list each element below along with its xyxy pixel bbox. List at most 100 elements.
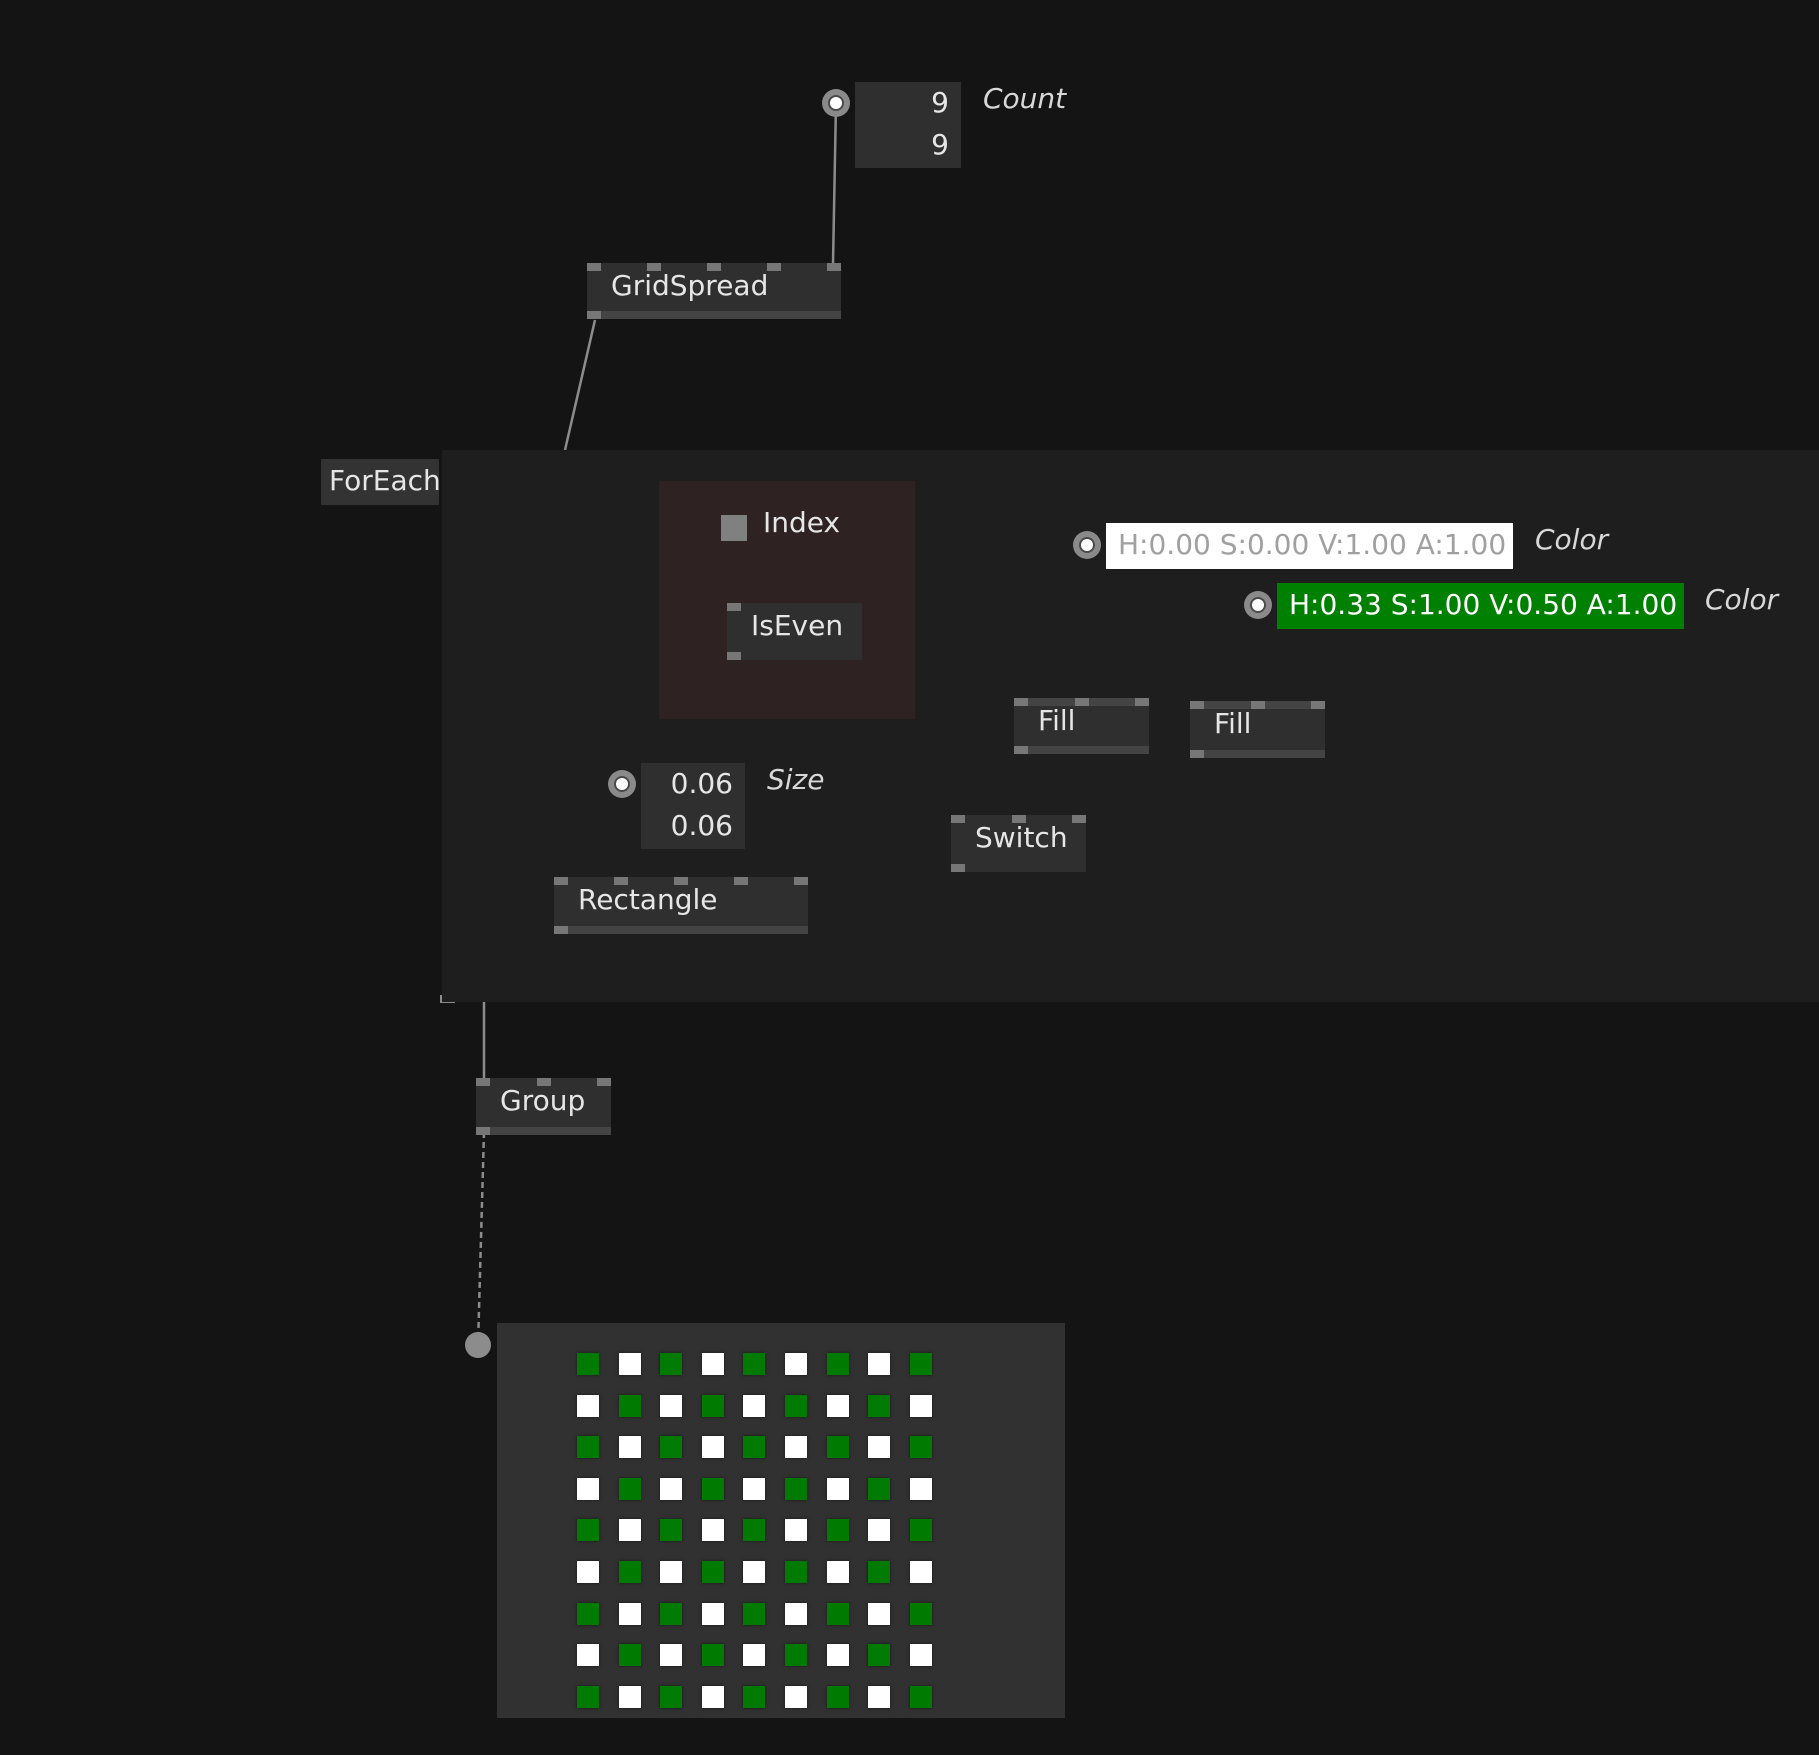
grid-cell	[701, 1394, 724, 1417]
gridspread-pin[interactable]	[647, 263, 661, 271]
switch-in-pin[interactable]	[951, 815, 965, 823]
iseven-node[interactable]: IsEven	[727, 603, 862, 660]
grid-cell	[868, 1685, 891, 1708]
rectangle-label: Rectangle	[578, 883, 718, 916]
fill1-in-pin[interactable]	[1075, 698, 1089, 706]
fill2-in-pin[interactable]	[1251, 701, 1265, 709]
grid-cell	[577, 1477, 599, 1500]
group-in-pin[interactable]	[537, 1078, 551, 1086]
gridspread-pin[interactable]	[827, 263, 841, 271]
count-x[interactable]: 9	[931, 86, 949, 119]
switch-in-pin[interactable]	[1072, 815, 1086, 823]
grid-cell	[785, 1644, 807, 1667]
gridspread-pin[interactable]	[707, 263, 721, 271]
grid-cell	[785, 1561, 807, 1583]
fill2-in-pin[interactable]	[1190, 701, 1204, 709]
grid-cell	[618, 1477, 641, 1500]
grid-cell	[826, 1436, 849, 1459]
rectangle-in-pin[interactable]	[554, 877, 568, 885]
grid-cell	[743, 1519, 766, 1542]
rectangle-in-pin[interactable]	[734, 877, 748, 885]
grid-cell	[909, 1644, 932, 1667]
color2-value-box[interactable]: H:0.33 S:1.00 V:0.50 A:1.00	[1277, 583, 1684, 629]
size-pin[interactable]	[608, 770, 636, 798]
group-in-pin[interactable]	[476, 1078, 490, 1086]
grid-cell	[701, 1644, 724, 1667]
switch-out-pin[interactable]	[951, 864, 965, 872]
grid-cell	[909, 1519, 932, 1542]
count-pin[interactable]	[822, 89, 850, 117]
group-node[interactable]: Group	[476, 1078, 611, 1135]
grid-cell	[618, 1644, 641, 1667]
color1-pin[interactable]	[1073, 531, 1101, 559]
gridspread-label: GridSpread	[611, 269, 769, 302]
rectangle-in-pin[interactable]	[674, 877, 688, 885]
size-label: Size	[767, 763, 825, 796]
fill-node-2[interactable]: Fill	[1190, 701, 1325, 758]
index-pin[interactable]	[721, 515, 747, 541]
switch-label: Switch	[975, 821, 1068, 854]
fill2-out-pin[interactable]	[1190, 750, 1204, 758]
group-label: Group	[500, 1084, 586, 1117]
rectangle-in-pin[interactable]	[614, 877, 628, 885]
grid-cell	[618, 1561, 641, 1583]
grid-cell	[618, 1436, 641, 1459]
rectangle-out-pin[interactable]	[554, 926, 568, 934]
grid-cell	[743, 1602, 766, 1625]
grid-cell	[909, 1353, 932, 1375]
grid-cell	[701, 1561, 724, 1583]
grid-cell	[785, 1685, 807, 1708]
fill-node-1[interactable]: Fill	[1014, 698, 1149, 754]
size-value-box[interactable]: 0.06 0.06	[641, 763, 745, 849]
grid-cell	[660, 1394, 683, 1417]
switch-node[interactable]: Switch	[951, 815, 1086, 872]
count-y[interactable]: 9	[931, 128, 949, 161]
grid-cell	[701, 1436, 724, 1459]
grid-cell	[743, 1685, 766, 1708]
grid-cell	[701, 1602, 724, 1625]
fill2-in-pin[interactable]	[1311, 701, 1325, 709]
grid-cell	[909, 1561, 932, 1583]
grid-cell	[868, 1561, 891, 1583]
index-region[interactable]	[659, 481, 915, 719]
grid-cell	[660, 1436, 683, 1459]
color2-pin[interactable]	[1244, 591, 1272, 619]
grid-cell	[743, 1436, 766, 1459]
gridspread-inputs	[587, 263, 841, 271]
size-y[interactable]: 0.06	[670, 809, 733, 842]
grid-cell	[909, 1685, 932, 1708]
rectangle-outputs	[554, 926, 808, 934]
group-out-pin[interactable]	[476, 1127, 490, 1135]
gridspread-out-pin[interactable]	[587, 311, 601, 319]
fill1-out-pin[interactable]	[1014, 746, 1028, 754]
grid-cell	[909, 1436, 932, 1459]
gridspread-pin[interactable]	[587, 263, 601, 271]
color1-value-box[interactable]: H:0.00 S:0.00 V:1.00 A:1.00	[1106, 523, 1513, 569]
renderer-preview[interactable]	[497, 1323, 1065, 1718]
switch-in-pin[interactable]	[1012, 815, 1026, 823]
gridspread-node[interactable]: GridSpread	[587, 263, 841, 319]
rectangle-node[interactable]: Rectangle	[554, 877, 808, 934]
gridspread-outputs	[587, 311, 841, 319]
fill1-inputs	[1014, 698, 1149, 706]
group-in-pin[interactable]	[597, 1078, 611, 1086]
grid-cell	[909, 1394, 932, 1417]
iseven-inputs	[727, 603, 862, 611]
grid-cell	[577, 1602, 599, 1625]
size-x[interactable]: 0.06	[670, 767, 733, 800]
grid-cell	[743, 1394, 766, 1417]
fill1-in-pin[interactable]	[1135, 698, 1149, 706]
fill1-outputs	[1014, 746, 1149, 754]
foreach-label[interactable]: ForEach	[321, 459, 441, 505]
grid-cell	[743, 1644, 766, 1667]
gridspread-pin[interactable]	[767, 263, 781, 271]
iseven-in-pin[interactable]	[727, 603, 741, 611]
fill1-in-pin[interactable]	[1014, 698, 1028, 706]
grid-cell	[660, 1519, 683, 1542]
count-value-box[interactable]: 9 9	[855, 82, 961, 168]
fill2-inputs	[1190, 701, 1325, 709]
iseven-out-pin[interactable]	[727, 652, 741, 660]
group-inputs	[476, 1078, 611, 1086]
rectangle-in-pin[interactable]	[794, 877, 808, 885]
grid-cell	[660, 1602, 683, 1625]
